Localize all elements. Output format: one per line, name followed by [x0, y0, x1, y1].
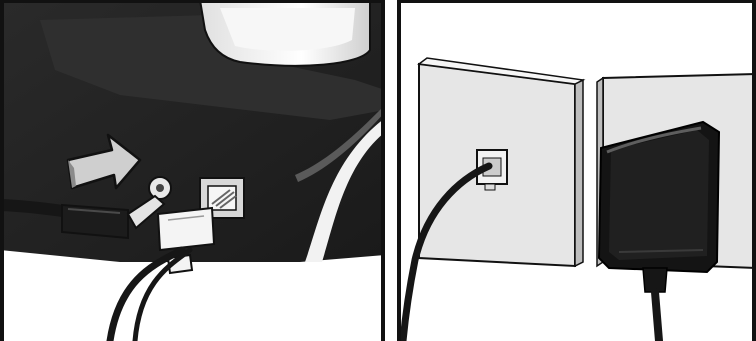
base-station-drawing	[0, 0, 385, 341]
illustration-left-panel	[0, 0, 385, 341]
power-socket	[149, 177, 171, 199]
illustration-right-panel	[397, 0, 756, 341]
wall-sockets-drawing	[397, 0, 756, 341]
handset-face	[220, 8, 355, 51]
phone-wall-plate	[419, 58, 583, 266]
